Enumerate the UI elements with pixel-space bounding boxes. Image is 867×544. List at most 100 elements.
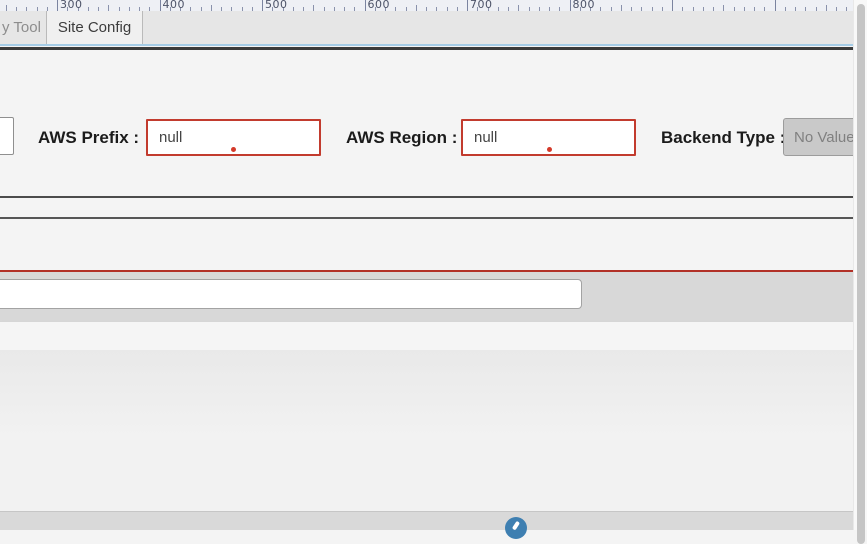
info-button[interactable] [505,517,527,539]
ruler-tick [149,7,151,11]
ruler-tick [825,4,827,11]
ruler-tick [733,7,735,11]
ruler-tick [159,0,161,11]
ruler-tick [303,7,304,11]
scrollbar-thumb[interactable] [856,4,865,544]
ruler-tick [26,7,28,11]
ruler-tick [180,7,181,11]
ruler-tick [497,7,499,11]
bottom-status-bar [0,511,867,530]
section-divider-1 [0,196,853,198]
ruler-tick [16,7,17,11]
ruler-tick [241,7,243,11]
ruler-tick [87,7,89,11]
ruler-tick [743,7,745,11]
ruler-tick [169,7,171,11]
ruler-tick [139,7,140,11]
ruler-tick [118,7,120,11]
ruler-tick [846,7,848,11]
ruler-tick [579,7,581,11]
ruler-tick [661,7,663,11]
ruler-tick [385,7,386,11]
ruler-tick [128,7,130,11]
ruler-tick [805,7,807,11]
aws-prefix-label: AWS Prefix : [38,128,140,147]
ruler-tick [108,4,110,11]
ruler-tick [487,7,489,11]
dark-divider [0,47,853,50]
ruler-tick [600,7,602,11]
partial-input-left-edge[interactable] [0,117,14,155]
ruler-tick [190,7,192,11]
ruler-unit-label: 500 [265,0,288,11]
ruler-tick [610,7,612,11]
tab-y-tool-label: y Tool [2,18,41,36]
ruler-tick [262,0,263,11]
text-input[interactable] [0,279,582,309]
ruler-tick [518,4,520,11]
ruler-tick [590,7,591,11]
vertical-scrollbar[interactable] [853,0,867,544]
ruler-unit-label: 300 [60,0,83,11]
ruler-tick [446,7,448,11]
ruler-tick [467,0,468,11]
section-divider-2 [0,217,853,219]
ruler-tick [323,7,325,11]
content-area [0,349,853,511]
ruler-tick [784,7,786,11]
ruler-tick [36,7,38,11]
ruler-tick [723,4,725,11]
backend-type-label: Backend Type : [661,128,786,147]
ruler-tick [344,7,345,11]
tab-y-tool[interactable]: y Tool [0,10,47,44]
backend-type-value-box[interactable]: No Value [783,118,857,156]
ruler-tick [815,7,817,11]
ruler-tick [795,7,796,11]
ruler-tick [57,0,58,11]
ruler-tick [692,7,694,11]
ruler-tick [46,7,48,11]
ruler-unit-label: 400 [162,0,185,11]
ruler-tick [754,7,755,11]
ruler-tick [5,4,7,11]
red-divider [0,269,853,272]
ruler-tick [508,7,509,11]
aws-region-label: AWS Region : [346,128,458,147]
ruler-tick [67,7,69,11]
ruler-tick [631,7,632,11]
ruler-tick [251,7,253,11]
aws-prefix-error-dot [231,147,236,152]
ruler-tick [313,4,315,11]
light-band [0,321,853,350]
ruler-tick [426,7,427,11]
ruler-tick [282,7,284,11]
ruler-tick [364,0,366,11]
ruler-tick [395,7,397,11]
ruler-tick [77,7,79,11]
ruler-tick [620,4,622,11]
ruler-tick [764,7,766,11]
ruler-tick [774,0,776,11]
ruler-tick [569,0,571,11]
ruler-tick [436,7,438,11]
ruler-tick [221,7,222,11]
ruler-tick [477,7,479,11]
ruler-tick [538,7,540,11]
tab-site-config[interactable]: Site Config [47,10,143,44]
tab-site-config-label: Site Config [57,18,132,36]
ruler-tick [231,7,233,11]
ruler-tick [528,7,530,11]
ruler-tick [836,7,837,11]
aws-region-error-dot [547,147,552,152]
info-icon [511,520,520,531]
ruler-tick [713,7,714,11]
tab-bar: y Tool Site Config [0,10,853,44]
ruler-tick [702,7,704,11]
ruler-tick [549,7,550,11]
ruler-unit-label: 600 [367,0,390,11]
ruler-tick [354,7,356,11]
backend-type-value: No Value [794,128,855,146]
ruler-tick [210,4,212,11]
ruler-tick [98,7,99,11]
ruler-tick [559,7,561,11]
